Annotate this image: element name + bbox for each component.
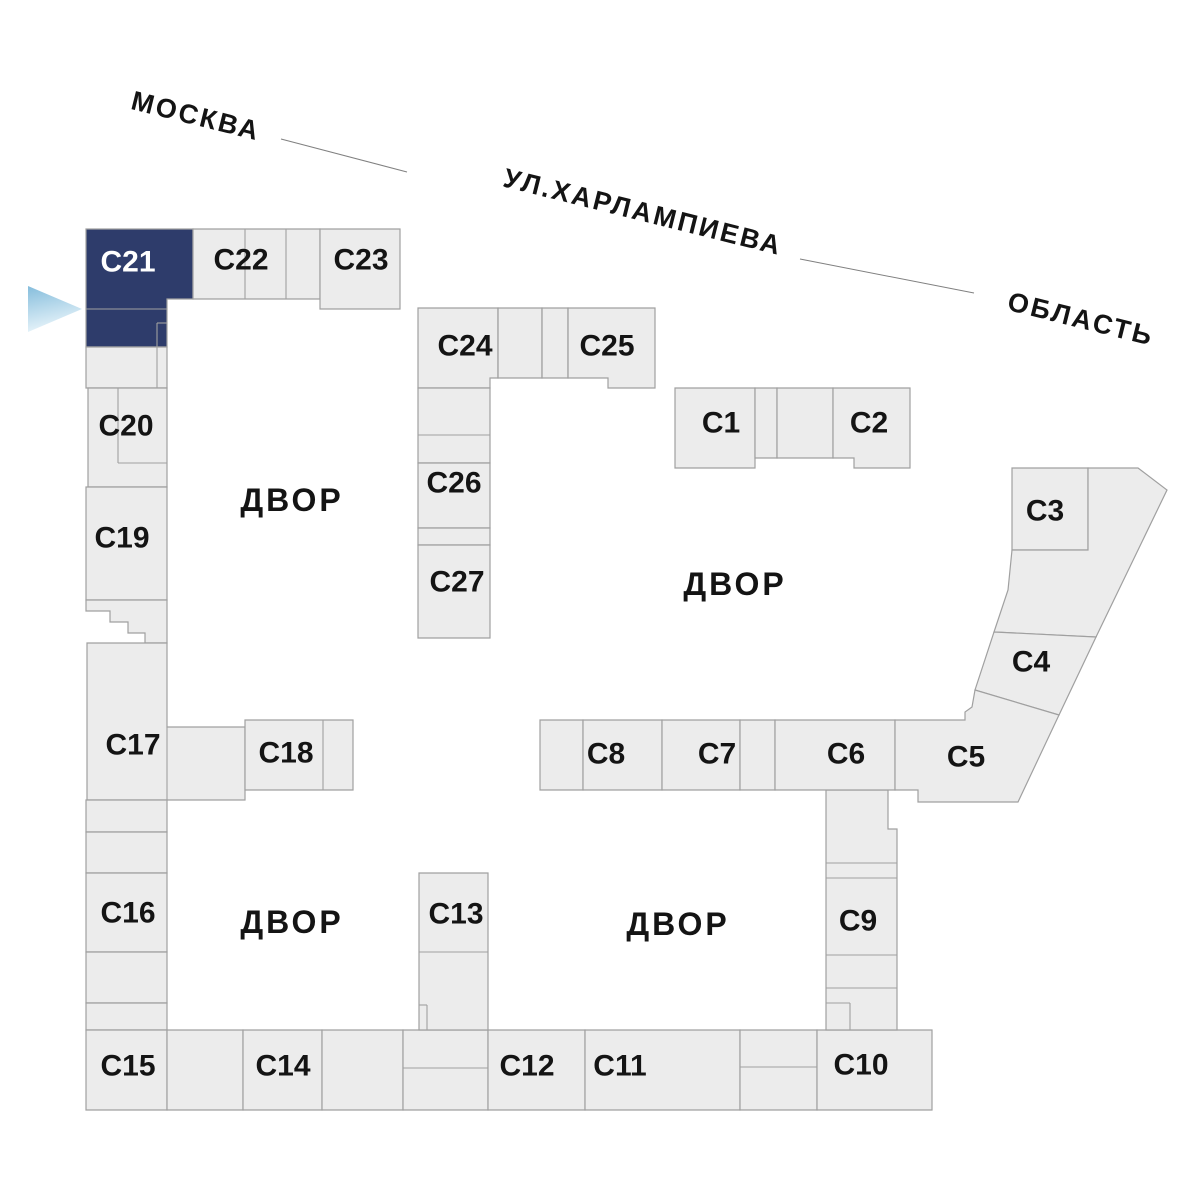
building-label-c5: C5 <box>947 741 985 774</box>
street-label-ul-harlampieva: УЛ.ХАРЛАМПИЕВА <box>500 163 785 261</box>
building-section <box>321 1029 404 1111</box>
building-label-c4: C4 <box>1012 646 1051 679</box>
building-section <box>417 387 491 464</box>
building-label-c10: C10 <box>833 1049 888 1082</box>
building-section <box>417 527 491 546</box>
building-label-c6: C6 <box>827 738 865 771</box>
building-label-c16: C16 <box>100 897 155 930</box>
building-section <box>541 307 569 379</box>
building-label-c1: C1 <box>702 407 740 440</box>
building-label-c13: C13 <box>428 898 483 931</box>
building-section <box>739 719 776 791</box>
building-label-c3: C3 <box>1026 495 1064 528</box>
building-label-c8: C8 <box>587 738 625 771</box>
building-label-c19: C19 <box>94 522 149 555</box>
building-section <box>166 1029 244 1111</box>
courtyard-label: ДВОР <box>683 566 786 602</box>
building-label-c26: C26 <box>426 467 481 500</box>
building-label-c21: C21 <box>100 246 155 279</box>
street-label-oblast: ОБЛАСТЬ <box>1005 286 1158 351</box>
building-section <box>739 1029 818 1111</box>
building-label-c23: C23 <box>333 244 388 277</box>
courtyard-label: ДВОР <box>626 906 729 942</box>
building-section <box>85 599 168 644</box>
building-section <box>754 387 778 459</box>
building-c17[interactable] <box>86 642 246 801</box>
building-label-c7: C7 <box>698 738 736 771</box>
street-divider-line <box>280 138 408 173</box>
building-section <box>85 951 168 1004</box>
building-section <box>85 346 168 389</box>
building-c18[interactable] <box>244 719 354 791</box>
building-c23[interactable] <box>319 228 401 310</box>
building-label-c2: C2 <box>850 407 888 440</box>
building-label-c14: C14 <box>255 1050 310 1083</box>
arrow-icon <box>28 286 82 332</box>
building-section <box>85 1002 168 1031</box>
building-label-c22: C22 <box>213 244 268 277</box>
courtyard-label: ДВОР <box>240 904 343 940</box>
building-label-c25: C25 <box>579 330 634 363</box>
building-label-c20: C20 <box>98 410 153 443</box>
building-label-c12: C12 <box>499 1050 554 1083</box>
street-divider-line <box>799 258 975 294</box>
building-label-c11: C11 <box>593 1050 646 1083</box>
building-c27[interactable] <box>417 544 491 639</box>
building-section <box>539 719 584 791</box>
building-label-c9: C9 <box>839 905 877 938</box>
courtyard-label: ДВОР <box>240 482 343 518</box>
building-section <box>85 831 168 874</box>
building-c5[interactable] <box>894 689 1060 803</box>
building-label-c27: C27 <box>429 566 484 599</box>
building-c1[interactable] <box>674 387 756 469</box>
building-section <box>85 799 168 833</box>
building-label-c17: C17 <box>105 729 160 762</box>
building-label-c18: C18 <box>258 737 313 770</box>
building-section <box>497 307 543 379</box>
building-section <box>402 1029 489 1111</box>
building-label-c15: C15 <box>100 1050 155 1083</box>
street-label-moskva: МОСКВА <box>128 85 263 146</box>
building-label-c24: C24 <box>437 330 492 363</box>
building-c2[interactable] <box>832 387 911 469</box>
building-section <box>776 387 834 459</box>
